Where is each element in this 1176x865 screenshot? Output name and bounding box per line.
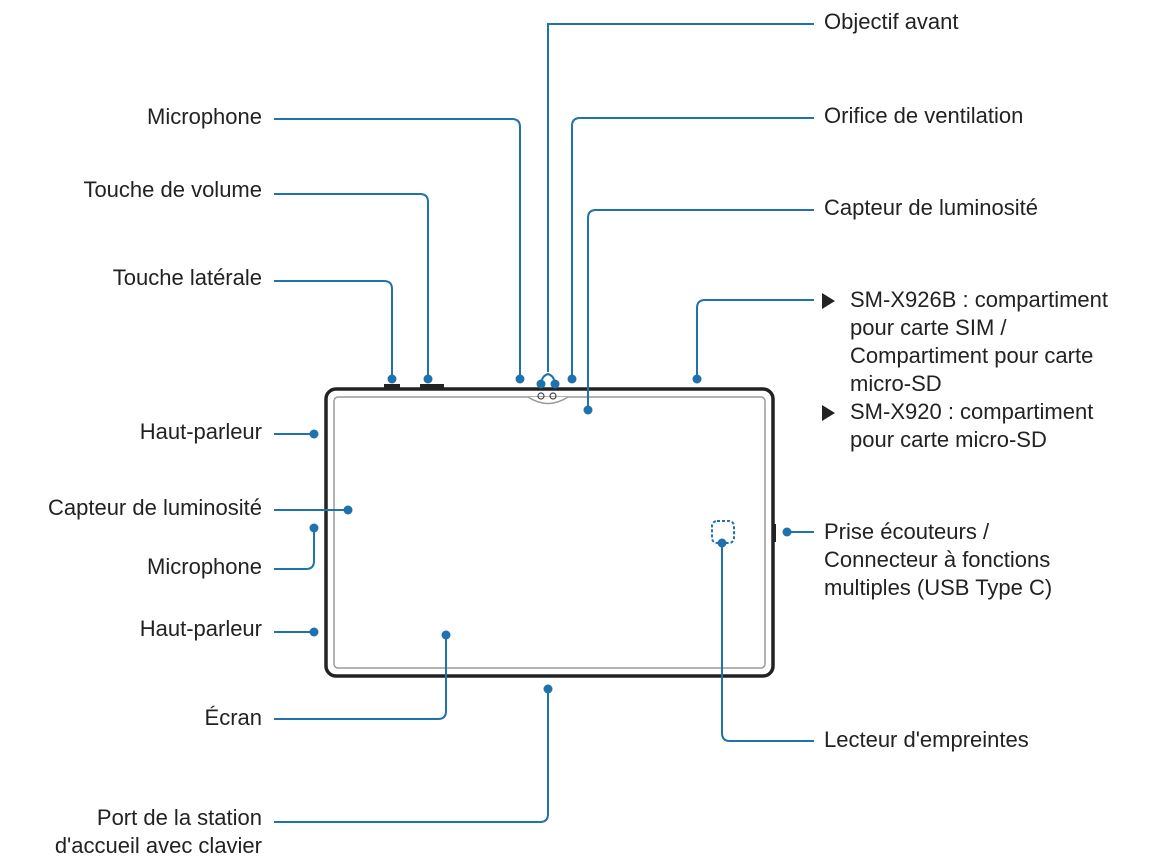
label-port-station-line-2: d'accueil avec clavier — [54, 833, 262, 858]
side-key-shape — [384, 384, 400, 390]
leader-dots — [309, 374, 792, 694]
camera-notch — [527, 396, 569, 405]
label-capteur-luminosite-left: Capteur de luminosité — [47, 495, 262, 520]
bullet-line: Compartiment pour carte — [850, 343, 1094, 368]
label-touche-laterale: Touche latérale — [112, 265, 262, 290]
label-microphone-left: Microphone — [147, 554, 262, 579]
label-microphone-top: Microphone — [147, 104, 262, 129]
label-orifice-ventilation: Orifice de ventilation — [824, 103, 1024, 128]
bullet-line: pour carte micro-SD — [850, 427, 1047, 452]
bullet-line: SM-X920 : compartiment — [850, 399, 1094, 424]
bullet-line: micro-SD — [850, 371, 942, 396]
label-touche-volume: Touche de volume — [83, 177, 262, 202]
label-prise-ecouteurs: Prise écouteurs / Connecteur à fonctions… — [824, 518, 1052, 602]
bullet-sm-x926b: SM-X926B : compartiment pour carte SIM /… — [820, 286, 1108, 398]
bullet-triangle-icon — [822, 293, 835, 309]
bullet-triangle-icon — [822, 405, 835, 421]
front-camera-dot — [537, 392, 545, 400]
bullet-line: pour carte SIM / — [850, 315, 1007, 340]
label-lecteur-empreintes: Lecteur d'empreintes — [824, 727, 1029, 752]
tablet-body — [324, 387, 775, 678]
label-capteur-luminosite-top: Capteur de luminosité — [824, 195, 1039, 220]
light-sensor-dot — [549, 392, 557, 400]
volume-key-shape — [420, 384, 444, 390]
label-prise-line-3: multiples (USB Type C) — [824, 575, 1053, 600]
label-sim-tray-bullets: SM-X926B : compartiment pour carte SIM /… — [820, 286, 1108, 454]
bullet-sm-x920: SM-X920 : compartiment pour carte micro-… — [820, 398, 1108, 454]
label-haut-parleur-2: Haut-parleur — [139, 616, 262, 641]
label-port-station: Port de la station d'accueil avec clavie… — [55, 804, 262, 860]
leader-lines — [274, 23, 814, 823]
label-prise-line-2: Connecteur à fonctions — [824, 547, 1051, 572]
bullet-line: SM-X926B : compartiment — [850, 287, 1108, 312]
label-haut-parleur-1: Haut-parleur — [139, 419, 262, 444]
label-objectif-avant: Objectif avant — [824, 9, 959, 34]
usb-port-shape — [772, 524, 776, 542]
label-prise-line-1: Prise écouteurs / — [824, 519, 990, 544]
label-ecran: Écran — [204, 705, 262, 730]
label-port-station-line-1: Port de la station — [96, 805, 262, 830]
